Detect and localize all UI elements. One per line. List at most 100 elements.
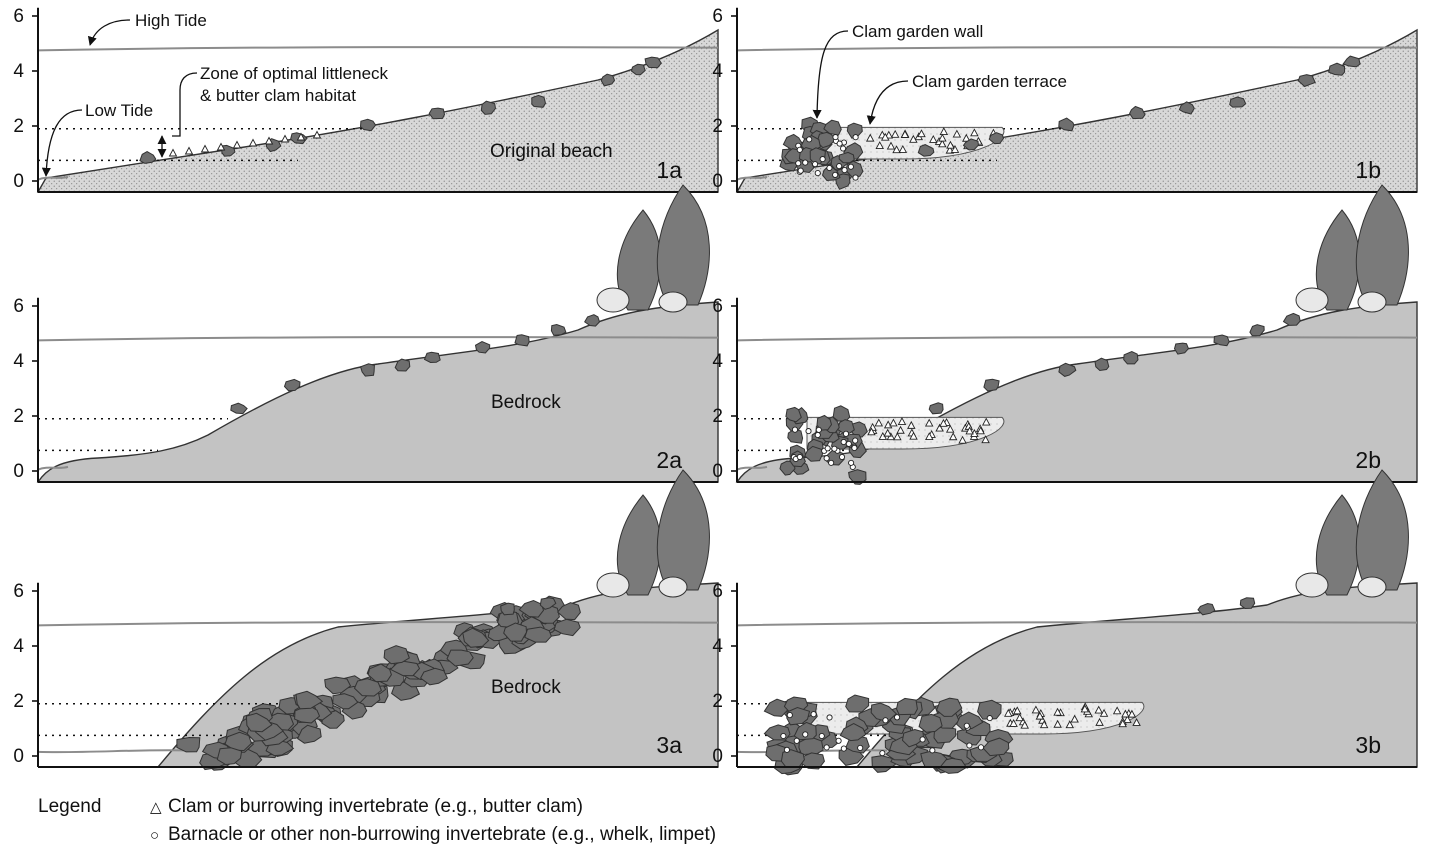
rock-shape	[296, 724, 322, 744]
rock-shape	[839, 723, 867, 742]
barnacle-circle	[840, 145, 847, 152]
clam-triangle	[1004, 708, 1013, 717]
rock-shape	[816, 131, 838, 149]
rock-shape	[474, 341, 491, 354]
legend: Legend△Clam or burrowing invertebrate (e…	[38, 793, 716, 849]
barnacle-circle	[826, 714, 833, 721]
clam-garden-terrace-label: Clam garden terrace	[912, 72, 1067, 91]
rock-shape	[500, 602, 515, 616]
tree-icon	[1315, 494, 1360, 596]
y-tick-label: 2	[712, 406, 723, 427]
rock-shape	[394, 358, 411, 372]
clam-triangle	[938, 133, 947, 142]
rock-shape	[785, 406, 802, 423]
barnacle-circle	[796, 146, 803, 153]
barnacle-circle	[780, 732, 787, 740]
clam-triangle	[938, 139, 947, 148]
rock-shape	[139, 151, 157, 164]
rock-shape	[295, 690, 324, 710]
rock-shape	[383, 645, 410, 665]
y-tick-label: 6	[712, 6, 723, 27]
barnacle-circle	[823, 455, 830, 462]
barnacle-circle	[805, 428, 812, 435]
rock-shape	[294, 704, 321, 724]
rock-shape	[367, 663, 392, 683]
high-tide-line	[37, 336, 719, 342]
clam-triangle	[1020, 720, 1029, 729]
y-tick-label: 4	[712, 61, 723, 82]
barnacle-circle	[831, 445, 838, 452]
clam-triangle	[865, 133, 875, 142]
barnacle-circle	[845, 440, 852, 447]
panel-label: 3b	[1355, 732, 1381, 758]
rock-shape	[428, 107, 446, 120]
rock-shape	[224, 731, 252, 752]
barnacle-circle	[986, 715, 993, 722]
barnacle-circle	[852, 437, 859, 444]
clam-triangle	[200, 144, 210, 153]
y-tick-label: 0	[13, 171, 24, 192]
clam-triangle	[1065, 720, 1075, 729]
barnacle-circle	[814, 170, 821, 177]
wall-arrow	[812, 30, 849, 119]
y-tick-label: 4	[13, 636, 24, 657]
rock-shape	[848, 469, 867, 485]
barnacle-circle	[812, 161, 819, 168]
clam-triangle	[1118, 719, 1127, 728]
clam-triangle	[952, 129, 962, 138]
clam-triangle	[1009, 718, 1018, 727]
rock-shape	[557, 602, 581, 621]
rock-shape	[446, 649, 474, 667]
y-tick-label: 2	[13, 406, 24, 427]
barnacle-circle	[852, 174, 859, 181]
barnacle-circle	[806, 136, 813, 143]
legend-title: Legend	[38, 796, 102, 817]
clam-triangle	[1094, 705, 1103, 714]
y-tick-label: 4	[712, 351, 723, 372]
clam-triangle	[312, 130, 322, 139]
low-tide-line	[37, 749, 189, 754]
y-tick-label: 4	[712, 636, 723, 657]
rock-shape	[1239, 597, 1256, 610]
clam-triangle	[168, 148, 178, 157]
y-tick-label: 6	[13, 6, 24, 27]
y-tick-label: 2	[13, 116, 24, 137]
rock-shape	[324, 676, 352, 695]
rock-shape	[1282, 312, 1301, 326]
barnacle-circle	[783, 746, 790, 753]
rock-shape	[1197, 602, 1216, 616]
y-tick-label: 0	[13, 461, 24, 482]
clam-triangle	[893, 432, 902, 441]
barnacle-circle	[929, 747, 936, 754]
rock-shape	[895, 697, 918, 716]
shrub-icon	[658, 291, 688, 313]
clam-triangle	[1039, 720, 1049, 729]
rock-shape	[933, 725, 957, 744]
y-tick-label: 0	[712, 171, 723, 192]
rock-shape	[531, 94, 547, 108]
barnacle-circle	[786, 712, 793, 719]
rock-shape	[838, 151, 855, 164]
clam-triangle	[1112, 706, 1122, 715]
zone-label: Bedrock	[491, 677, 561, 698]
high-tide-line	[736, 621, 1418, 627]
panel-label: 2a	[656, 447, 682, 473]
clam-triangle	[889, 418, 898, 427]
y-tick-label: 6	[13, 581, 24, 602]
rock-shape	[787, 428, 804, 444]
zone-label: Bedrock	[491, 392, 561, 413]
clam-triangle	[898, 144, 908, 153]
rock-shape	[1058, 117, 1075, 132]
barnacle-circle	[814, 431, 821, 439]
tree-icon	[616, 209, 661, 311]
rock-shape	[644, 56, 662, 69]
low-tide-line	[736, 465, 768, 471]
barnacle-circle	[836, 163, 843, 170]
barnacle-circle	[797, 167, 804, 174]
clam-triangle	[1080, 704, 1090, 713]
rock-shape	[539, 597, 557, 610]
barnacle-circle	[802, 731, 809, 738]
